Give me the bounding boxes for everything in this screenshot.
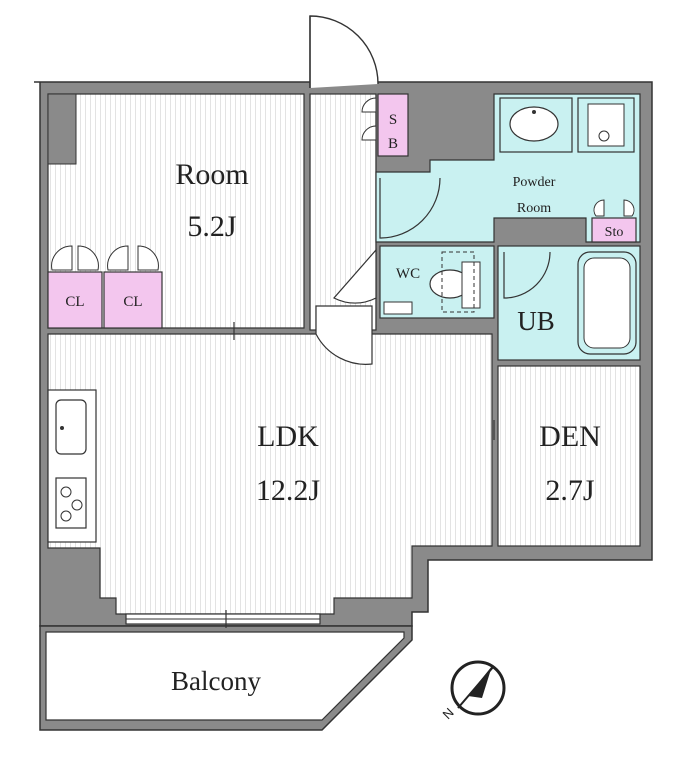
room-name: Room <box>175 158 248 191</box>
powder-room-label-line2: Room <box>517 201 551 216</box>
wc: WC <box>379 245 495 319</box>
closet-label-1: CL <box>65 294 84 310</box>
powder-room-label-line1: Powder <box>513 175 556 190</box>
den-size: 2.7J <box>545 474 595 507</box>
compass-north-label: N <box>440 705 457 722</box>
sb-label-line1: S <box>389 112 397 128</box>
entrance-door <box>309 15 379 88</box>
ldk-name: LDK <box>257 420 319 453</box>
floor-areas <box>45 93 641 721</box>
wc-label: WC <box>396 266 420 282</box>
north-compass-icon: N <box>440 660 506 722</box>
shoe-box: S B <box>361 93 409 157</box>
sto-label: Sto <box>605 225 624 240</box>
interior-doors <box>233 248 495 440</box>
unit-bath: UB <box>497 245 641 361</box>
ldk-size: 12.2J <box>256 474 321 507</box>
storage-sto: Sto <box>591 199 637 243</box>
closet-label-2: CL <box>123 294 142 310</box>
ub-label: UB <box>517 306 555 336</box>
balcony-window <box>125 610 321 628</box>
sb-label-line2: B <box>388 136 398 152</box>
closets: CL CL <box>47 245 163 329</box>
balcony-label: Balcony <box>171 666 261 696</box>
kitchen-counter <box>47 389 97 543</box>
den-name: DEN <box>539 420 601 453</box>
powder-room: Powder Room <box>375 93 641 243</box>
room-size: 5.2J <box>187 210 237 243</box>
